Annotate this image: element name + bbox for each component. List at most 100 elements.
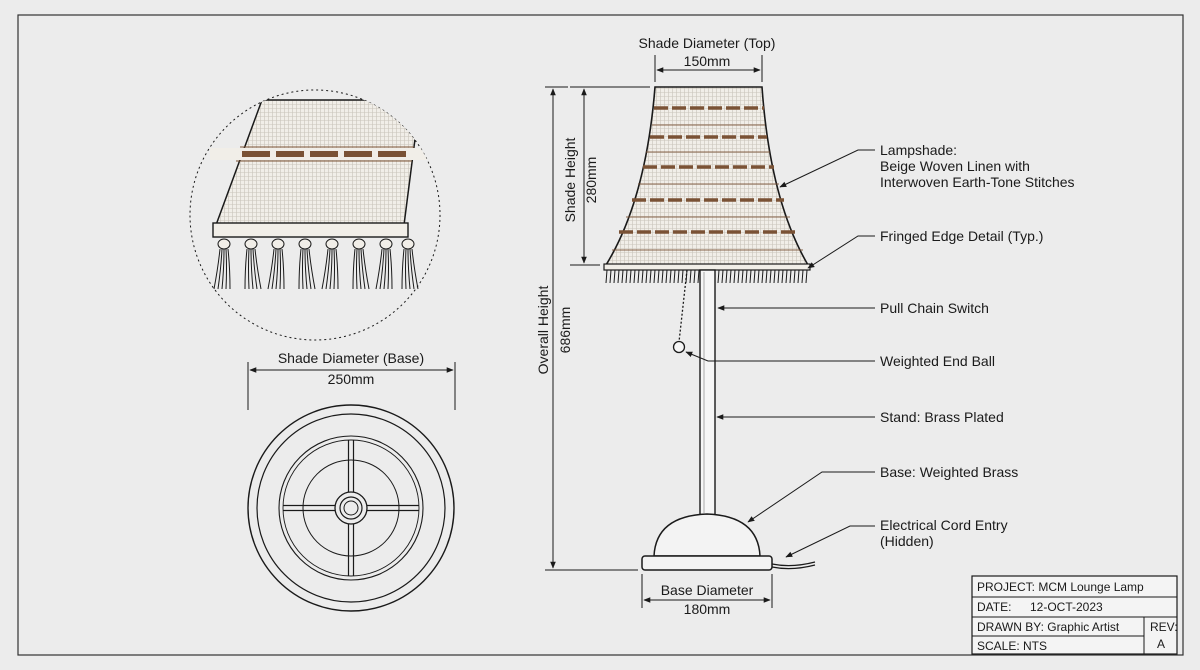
fringe-strand (725, 269, 728, 284)
title-block-project: PROJECT: MCM Lounge Lamp (977, 580, 1144, 594)
title-block-rev-label: REV: (1150, 620, 1178, 634)
callout-lampshade: Lampshade: Beige Woven Linen with Interw… (779, 142, 1075, 190)
pull-chain (672, 269, 688, 354)
fringe (605, 269, 808, 284)
tassel-strand (281, 248, 285, 290)
tassel-strand (275, 248, 279, 290)
tassel-strand (252, 248, 258, 290)
tassel-strand (352, 248, 356, 290)
fringe-strand (741, 269, 744, 284)
dim-shade-height: Shade Height 280mm (562, 86, 650, 266)
callout-stand: Stand: Brass Plated (716, 409, 1004, 425)
fringe-strand (773, 269, 776, 284)
fringe-strand (609, 269, 612, 284)
shade-base-value: 250mm (328, 371, 375, 387)
callout-fringe-text: Fringed Edge Detail (Typ.) (880, 228, 1043, 244)
fringe-strand (661, 269, 664, 284)
fringe-strand (645, 269, 648, 284)
fringe-strand (729, 269, 732, 284)
callout-pull-chain-text: Pull Chain Switch (880, 300, 989, 316)
tassel-strand (250, 248, 254, 290)
tassel-knot (352, 238, 366, 250)
callout-lampshade-line3: Interwoven Earth-Tone Stitches (880, 174, 1075, 190)
tassel-strand (267, 248, 275, 290)
tassel-knot (379, 238, 393, 250)
tassel-strand (217, 248, 223, 290)
callout-cord-line1: Electrical Cord Entry (880, 517, 1008, 533)
callout-stand-text: Stand: Brass Plated (880, 409, 1004, 425)
detail-fringe-band (212, 222, 409, 238)
shade-bottom-view (247, 404, 455, 612)
tassel-strand (225, 248, 227, 290)
lamp-stand (641, 269, 816, 571)
base-diameter-title: Base Diameter (661, 582, 754, 598)
fringe-strand (637, 269, 640, 284)
fringe-strand (765, 269, 768, 284)
tassel-strand (356, 248, 358, 290)
fringe-strand (697, 269, 700, 284)
stitch-bands (619, 106, 797, 234)
shade-top-value: 150mm (684, 53, 731, 69)
lampshade (603, 86, 811, 284)
callout-end-ball-text: Weighted End Ball (880, 353, 995, 369)
tassel-strand (302, 248, 304, 290)
tassel-strand (279, 248, 281, 290)
tassel-strand (308, 248, 316, 290)
fringe-strand (629, 269, 632, 284)
fringe-strand (757, 269, 760, 284)
tassel-strand (407, 248, 411, 290)
drawing-border (17, 14, 1184, 656)
tassel-strand (379, 248, 385, 290)
tassel-strand (271, 248, 277, 290)
tassel-strand (325, 248, 331, 290)
overall-height-value: 686mm (557, 307, 573, 354)
tassel-knot (271, 238, 285, 250)
fringe-strand (745, 269, 748, 284)
fringe-strand (721, 269, 724, 284)
fringe-strand (617, 269, 620, 284)
tassel-knot (401, 238, 415, 250)
fringe-strand (677, 269, 680, 284)
stitch-bands-thin (612, 124, 803, 251)
tassel-strand (227, 248, 231, 290)
detail-fringe-tassels (213, 238, 419, 290)
electrical-cord (771, 561, 816, 567)
tassel-strand (333, 248, 335, 290)
fringe-strand (641, 269, 644, 284)
tassel-strand (362, 248, 370, 290)
fringe-strand (737, 269, 740, 284)
fringe-strand (633, 269, 636, 284)
overall-height-title: Overall Height (535, 286, 551, 375)
weighted-end-ball (672, 340, 686, 354)
title-block-date-label: DATE: (977, 600, 1011, 614)
tassel-strand (321, 248, 329, 290)
tassel-strand (411, 248, 419, 290)
tassel-strand (409, 248, 415, 290)
fringe-strand (801, 269, 804, 284)
fringe-strand (777, 269, 780, 284)
shade-top-title: Shade Diameter (Top) (639, 35, 776, 51)
lamp-base-dome (653, 513, 761, 557)
fringe-strand (693, 269, 696, 284)
tassel-knot (217, 238, 231, 250)
fringe-strand (733, 269, 736, 284)
fringe-strand (749, 269, 752, 284)
fringe-strand (673, 269, 676, 284)
fringe-strand (653, 269, 656, 284)
tassel-strand (298, 248, 302, 290)
callout-pull-chain: Pull Chain Switch (717, 300, 989, 316)
tassel-knot (298, 238, 312, 250)
shade-height-title: Shade Height (562, 137, 578, 222)
tassel-strand (375, 248, 383, 290)
callout-cord-line2: (Hidden) (880, 533, 934, 549)
tassel-strand (329, 248, 333, 290)
fringe-detail-view (189, 89, 441, 341)
fringe-strand (753, 269, 756, 284)
callout-fringe: Fringed Edge Detail (Typ.) (807, 228, 1043, 269)
fringe-strand (789, 269, 792, 284)
fringe-strand (605, 269, 608, 284)
fringe-strand (769, 269, 772, 284)
title-block: PROJECT: MCM Lounge Lamp DATE: 12-OCT-20… (971, 575, 1178, 655)
